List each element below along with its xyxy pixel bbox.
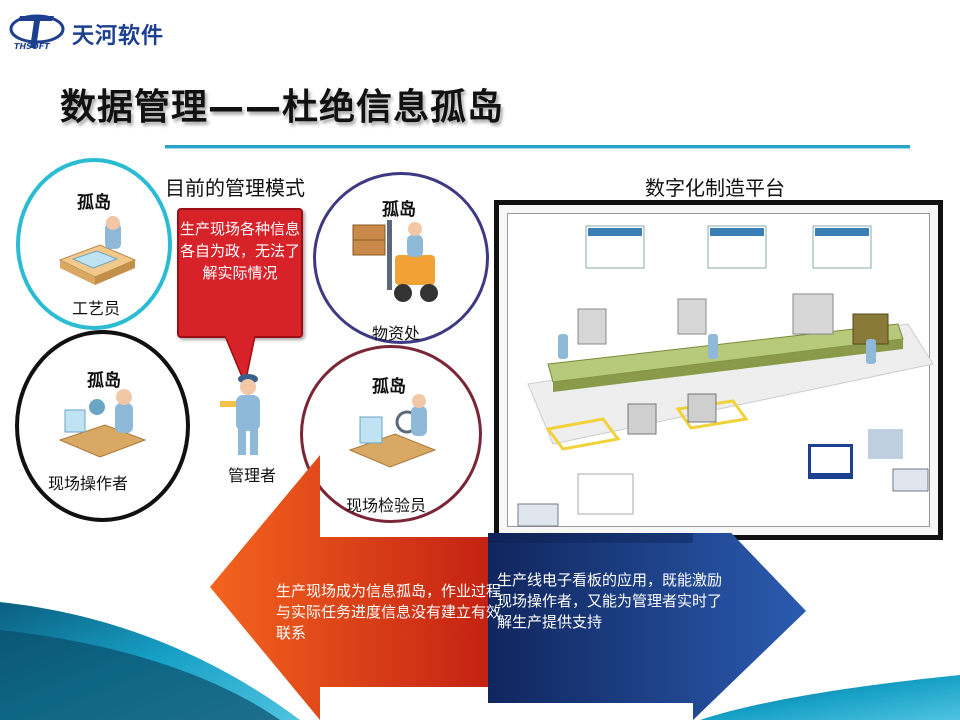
speech-bubble-tail — [224, 336, 256, 386]
manager-icon — [220, 374, 260, 455]
logo-mark-text: THSOFT — [14, 42, 50, 51]
caption-digital-platform: 数字化制造平台 — [645, 176, 785, 200]
digital-manufacturing-platform-panel — [494, 200, 943, 540]
solution-arrow — [488, 533, 806, 720]
forklift-icon — [352, 220, 438, 302]
role-label-operator: 现场操作者 — [48, 474, 129, 493]
solution-description: 生产线电子看板的应用，既能激励现场操作者，又能为管理者实时了解生产提供支持 — [497, 571, 723, 631]
field-operator-icon — [58, 389, 147, 458]
island-material-department — [313, 172, 489, 344]
decorative-wave — [0, 602, 960, 720]
craft-engineer-icon — [58, 216, 137, 285]
island-label: 孤岛 — [382, 200, 416, 220]
problem-description: 生产现场成为信息孤岛，作业过程与实际任务进度信息没有建立有效联系 — [276, 582, 501, 642]
island-label: 孤岛 — [77, 193, 111, 213]
island-label: 孤岛 — [372, 377, 406, 397]
role-label-material: 物资处 — [372, 324, 421, 343]
island-craft-engineer — [16, 158, 172, 330]
role-label-inspector: 现场检验员 — [346, 496, 427, 515]
island-inspector — [300, 345, 482, 523]
factory-line-icon — [517, 225, 934, 527]
role-label-craft: 工艺员 — [72, 299, 121, 318]
inspector-icon — [348, 394, 437, 468]
thsoft-logo-icon — [9, 14, 65, 48]
island-label: 孤岛 — [87, 371, 121, 391]
page-title: 数据管理——杜绝信息孤岛 — [60, 87, 505, 128]
factory-floor-illustration — [507, 213, 934, 527]
problem-arrow — [210, 455, 500, 720]
role-label-manager: 管理者 — [228, 466, 277, 485]
caption-current-mode: 目前的管理模式 — [165, 176, 305, 200]
title-rule — [165, 145, 910, 149]
problem-speech-bubble: 生产现场各种信息各自为政，无法了解实际情况 — [177, 208, 303, 338]
logo-text: 天河软件 — [72, 24, 165, 49]
